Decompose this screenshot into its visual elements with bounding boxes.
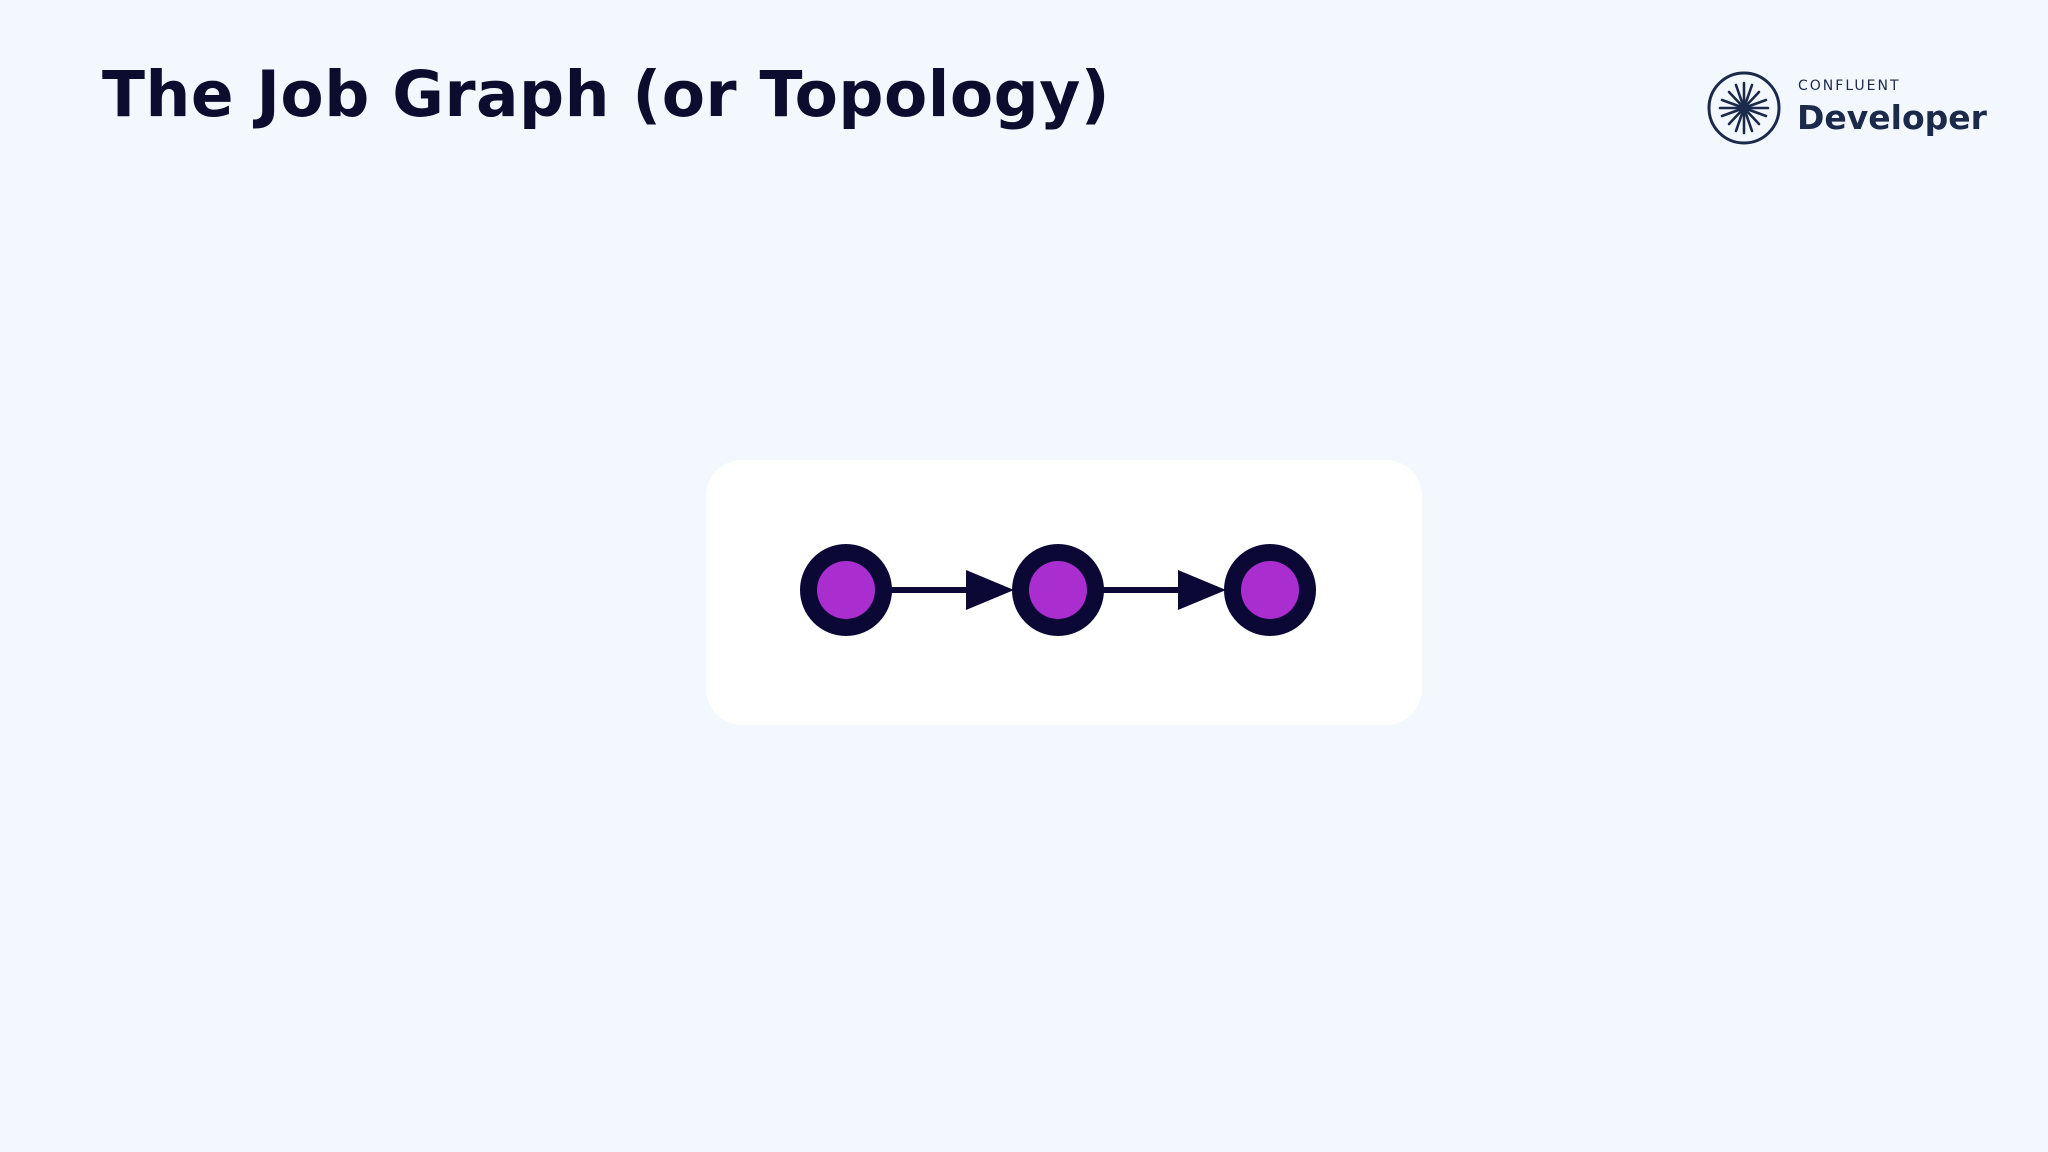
graph-edge-arrowhead bbox=[966, 570, 1014, 610]
brand-big-text: Developer bbox=[1797, 98, 1987, 137]
confluent-developer-logo: CONFLUENT Developer bbox=[1706, 68, 1996, 148]
confluent-starburst-icon bbox=[1707, 71, 1781, 145]
graph-edge-arrowhead bbox=[1178, 570, 1226, 610]
graph-node-fill bbox=[817, 561, 875, 619]
job-graph-diagram bbox=[800, 544, 1316, 636]
graph-node bbox=[1012, 544, 1104, 636]
job-graph-card bbox=[706, 460, 1422, 725]
graph-edge-arrow bbox=[888, 570, 1014, 610]
graph-node-fill bbox=[1241, 561, 1299, 619]
graph-node-fill bbox=[1029, 561, 1087, 619]
graph-node bbox=[1224, 544, 1316, 636]
graph-node bbox=[800, 544, 892, 636]
slide-title: The Job Graph (or Topology) bbox=[102, 58, 1111, 131]
brand-small-text: CONFLUENT bbox=[1798, 78, 1901, 94]
graph-edge-arrow bbox=[1100, 570, 1226, 610]
